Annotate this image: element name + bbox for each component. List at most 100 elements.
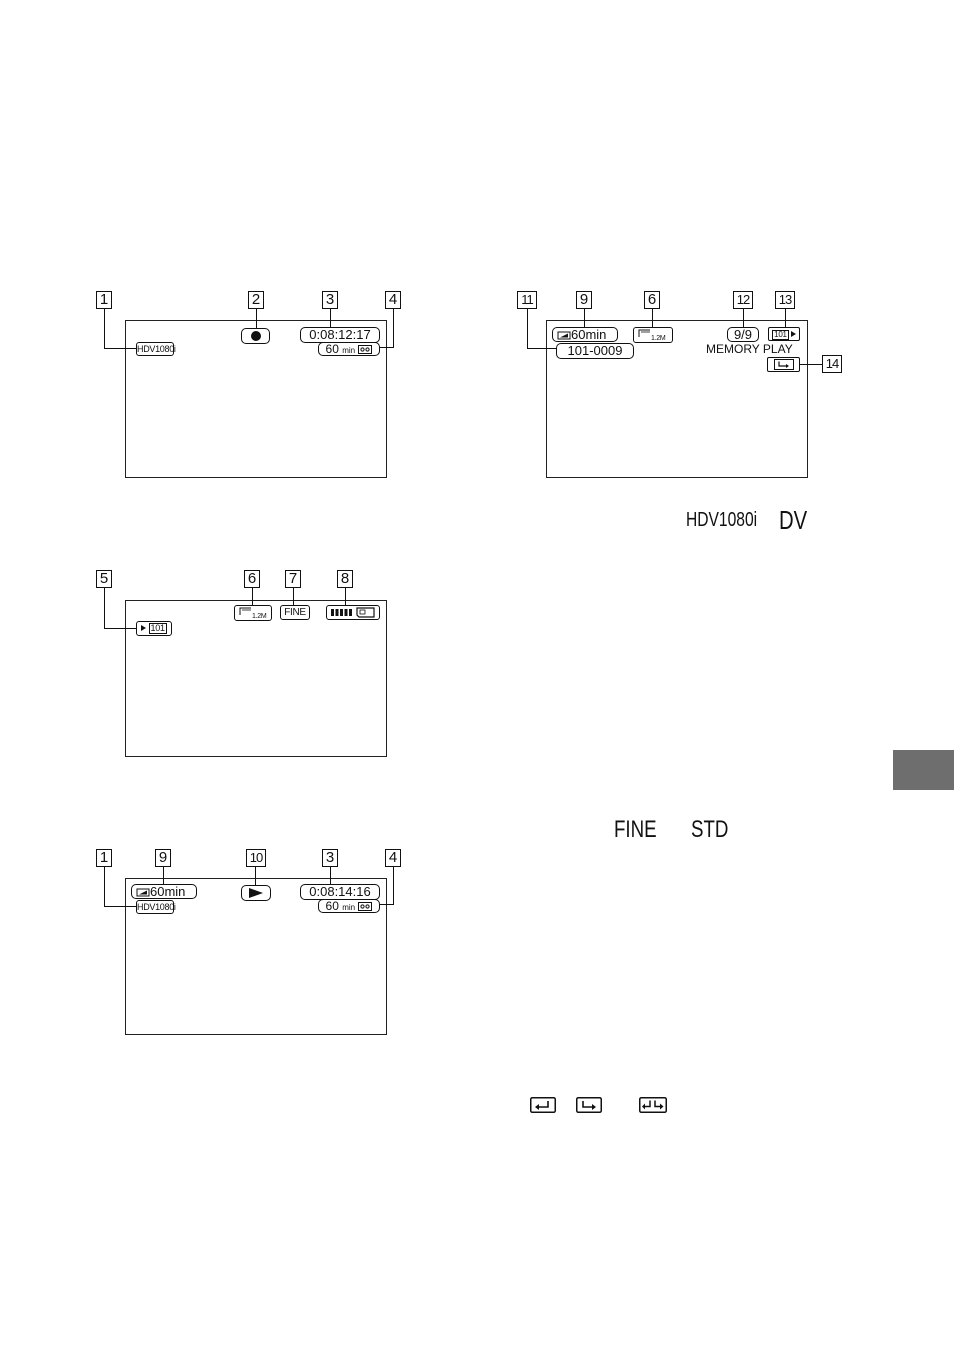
file-number-display: 101-0009: [556, 343, 634, 359]
hdv-format-indicator: HDV1080i: [136, 900, 174, 914]
leader-line: [104, 628, 136, 629]
callout-1: 1: [96, 291, 112, 309]
tape-remaining-indicator: 60 min: [318, 899, 380, 913]
leader-line: [345, 588, 346, 606]
media-remaining-indicator: [326, 605, 380, 620]
callout-13: 13: [775, 291, 795, 309]
image-count-display: 9/9: [727, 327, 759, 342]
std-text: STD: [691, 816, 728, 844]
cassette-icon: [358, 345, 372, 354]
callout-10: 10: [246, 849, 266, 867]
leader-line: [256, 309, 257, 329]
leader-line: [163, 867, 164, 885]
record-dot-icon: [251, 331, 261, 341]
callout-2: 2: [248, 291, 264, 309]
data-file-icon-c: [639, 1097, 667, 1113]
data-file-indicator: [767, 357, 800, 372]
image-size-value: 1.2M: [252, 613, 266, 620]
fine-glyph: FINE: [614, 816, 669, 844]
data-file-icon-a: [530, 1097, 556, 1113]
image-size-icon: [638, 329, 651, 338]
leader-line: [293, 588, 294, 606]
leader-line: [527, 309, 528, 349]
tape-remaining-unit: min: [342, 346, 355, 355]
leader-line: [393, 309, 394, 348]
playback-folder-icon: 101: [772, 330, 788, 340]
leader-line: [380, 904, 394, 905]
callout-12: 12: [733, 291, 753, 309]
dv-glyph: DV: [779, 505, 815, 536]
callout-7: 7: [285, 570, 301, 588]
leader-line: [527, 348, 557, 349]
leader-line: [252, 588, 253, 606]
callout-4: 4: [385, 849, 401, 867]
cassette-icon: [358, 902, 372, 911]
leader-line: [104, 867, 105, 907]
battery-remaining-value: 60min: [571, 327, 606, 342]
dv-text: DV: [779, 505, 807, 536]
playback-folder-icon: 101: [149, 623, 167, 634]
callout-3: 3: [322, 291, 338, 309]
folder-number: 101: [774, 330, 786, 339]
callout-9: 9: [155, 849, 171, 867]
callout-6: 6: [244, 570, 260, 588]
leader-line: [255, 867, 256, 886]
callout-4: 4: [385, 291, 401, 309]
leader-line: [104, 906, 136, 907]
recording-indicator: [241, 328, 270, 344]
image-size-icon: [239, 607, 252, 616]
timecode-display: 0:08:14:16: [300, 884, 380, 900]
playback-folder-indicator: 101: [768, 327, 800, 341]
image-size-indicator: 1.2M: [633, 327, 673, 343]
callout-11: 11: [517, 291, 537, 309]
playing-indicator: [241, 885, 271, 901]
leader-line: [104, 348, 136, 349]
hdv1080i-text: HDV1080i: [686, 509, 757, 532]
tape-remaining-unit: min: [342, 903, 355, 912]
play-triangle-icon: [141, 625, 146, 631]
hdv1080i-glyph: HDV1080i: [686, 509, 777, 532]
battery-remaining-indicator: 60min: [131, 884, 197, 899]
battery-remaining-value: 60min: [150, 884, 185, 899]
folder-number: 101: [151, 623, 165, 633]
callout-9: 9: [576, 291, 592, 309]
callout-14: 14: [822, 355, 842, 373]
leader-line: [330, 309, 331, 327]
hdv-format-indicator: HDV1080i: [136, 342, 174, 356]
timecode-display: 0:08:12:17: [300, 327, 380, 343]
battery-icon: [557, 331, 571, 340]
image-size-indicator: 1.2M: [234, 605, 272, 621]
memory-stick-icon: [330, 607, 376, 618]
callout-6: 6: [644, 291, 660, 309]
callout-3: 3: [322, 849, 338, 867]
leader-line: [393, 867, 394, 905]
tape-remaining-value: 60: [326, 342, 339, 356]
std-glyph: STD: [691, 816, 739, 844]
battery-icon: [136, 888, 150, 897]
tape-remaining-value: 60: [326, 899, 339, 913]
tape-remaining-indicator: 60 min: [318, 342, 380, 356]
image-quality-indicator: FINE: [280, 605, 310, 620]
leader-line: [104, 588, 105, 629]
leader-line: [652, 309, 653, 327]
leader-line: [800, 364, 822, 365]
callout-1: 1: [96, 849, 112, 867]
data-file-icon-b: [774, 359, 794, 370]
callout-5: 5: [96, 570, 112, 588]
play-triangle-icon: [249, 888, 263, 898]
playback-folder-indicator: 101: [136, 621, 172, 636]
leader-line: [380, 347, 394, 348]
memory-play-label: MEMORY PLAY: [706, 342, 793, 356]
battery-remaining-indicator: 60min: [552, 327, 618, 342]
data-file-icon-b: [576, 1097, 602, 1113]
leader-line: [104, 309, 105, 349]
image-size-value: 1.2M: [651, 335, 665, 342]
leader-line: [785, 309, 786, 327]
fine-text: FINE: [614, 816, 657, 844]
callout-8: 8: [337, 570, 353, 588]
section-tab: [893, 750, 954, 790]
leader-line: [330, 867, 331, 885]
play-triangle-icon: [791, 331, 796, 337]
leader-line: [584, 309, 585, 327]
leader-line: [743, 309, 744, 327]
